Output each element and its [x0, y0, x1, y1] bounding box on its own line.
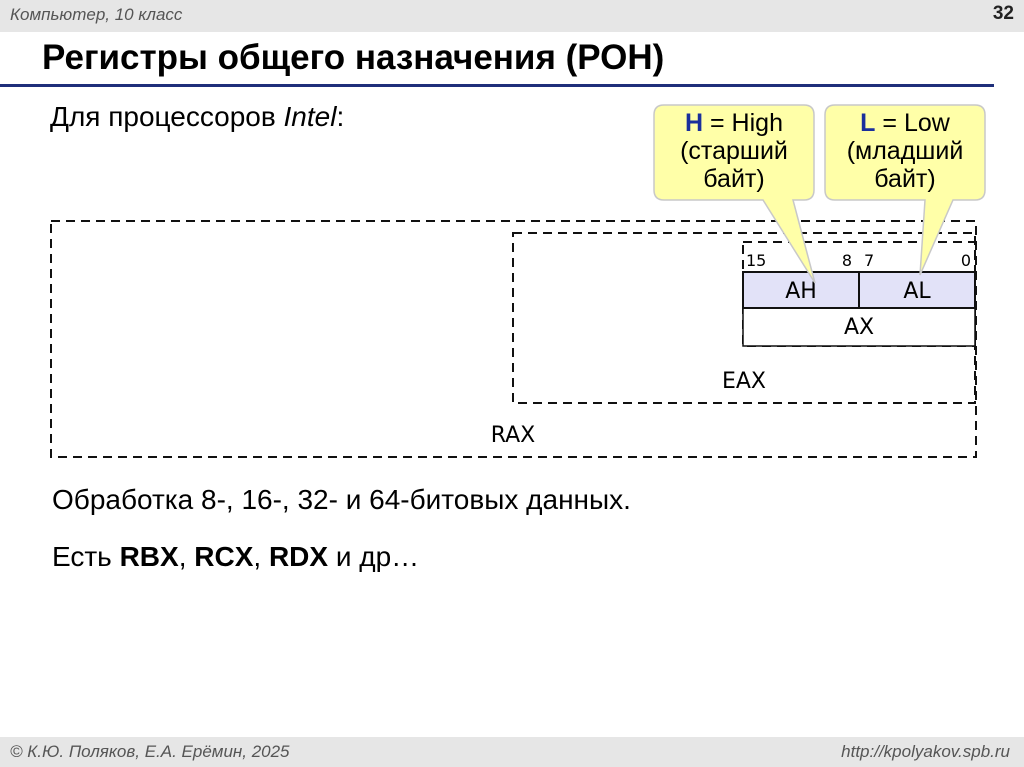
register-rbx: RBX	[119, 541, 179, 572]
intro-text: Для процессоров Intel:	[50, 101, 344, 133]
bit-0: 0	[961, 251, 971, 270]
slide-title: Регистры общего назначения (РОН)	[42, 38, 665, 77]
intro-prefix: Для процессоров	[50, 101, 284, 132]
line2-sep1: ,	[178, 541, 195, 572]
title-underline	[0, 84, 994, 87]
rax-label: RAX	[491, 423, 536, 448]
footer-url[interactable]: http://kpolyakov.spb.ru	[841, 742, 1010, 761]
header-bar	[0, 0, 1024, 32]
callout-high-line1: H = High	[685, 109, 783, 137]
ax-bottom	[742, 307, 976, 347]
line2-sep2: ,	[253, 541, 269, 572]
callout-low-line1: L = Low	[860, 109, 951, 137]
intro-suffix: :	[336, 101, 345, 132]
ax-label: AX	[844, 315, 874, 340]
callout-high-text: = High	[703, 109, 783, 137]
callout-low-text: = Low	[875, 109, 950, 137]
callout-low-letter: L	[860, 109, 875, 137]
course-label: Компьютер, 10 класс	[10, 5, 183, 24]
callout-high: H = High (старший байт)	[653, 104, 816, 284]
al-cell	[858, 271, 976, 309]
line2-suffix: и др…	[328, 541, 420, 572]
page-number: 32	[992, 3, 1014, 24]
callout-low: L = Low (младший байт)	[824, 104, 986, 276]
al-label: AL	[903, 279, 931, 304]
register-rdx: RDX	[268, 541, 329, 572]
callout-high-line3: байт)	[703, 165, 764, 193]
footer-authors: © К.Ю. Поляков, Е.А. Ерёмин, 2025	[10, 742, 290, 761]
intro-intel: Intel	[283, 101, 337, 132]
ah-cell	[742, 271, 860, 309]
register-rcx: RCX	[194, 541, 254, 572]
callout-low-line2: (младший	[847, 137, 964, 165]
callout-high-letter: H	[685, 109, 703, 137]
eax-label: EAX	[722, 369, 766, 394]
line2-prefix: Есть	[52, 541, 120, 572]
bit-7: 7	[864, 251, 874, 270]
bits-processing-text: Обработка 8-, 16-, 32- и 64-битовых данн…	[52, 484, 631, 515]
bit-8: 8	[842, 251, 852, 270]
callout-low-line3: байт)	[874, 165, 935, 193]
bit-15: 15	[746, 251, 766, 270]
footer-bar	[0, 737, 1024, 767]
callout-high-line2: (старший	[680, 137, 788, 165]
other-registers-text: Есть RBX, RCX, RDX и др…	[52, 541, 419, 573]
rax-box	[50, 220, 977, 458]
ah-label: AH	[785, 279, 817, 304]
